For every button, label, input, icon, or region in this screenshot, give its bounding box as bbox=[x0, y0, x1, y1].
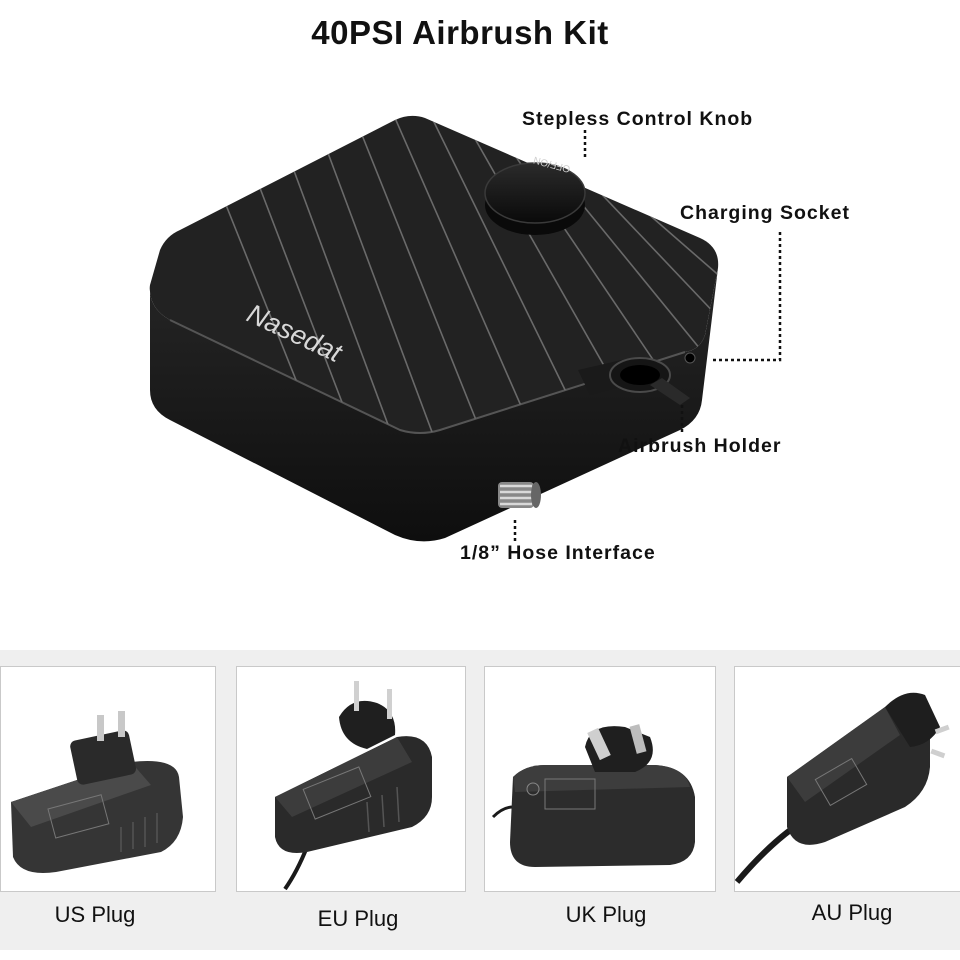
control-knob[interactable] bbox=[484, 162, 586, 235]
plug-card-uk bbox=[484, 666, 716, 892]
callout-control-knob: Stepless Control Knob bbox=[522, 108, 754, 130]
uk-plug-adapter-icon bbox=[491, 724, 695, 867]
au-plug-adapter-icon bbox=[735, 692, 950, 884]
plug-label-us: US Plug bbox=[54, 902, 136, 927]
hose-interface[interactable] bbox=[498, 482, 541, 508]
airbrush-holder[interactable] bbox=[578, 357, 690, 405]
charging-socket[interactable] bbox=[684, 352, 696, 364]
plug-card-eu bbox=[236, 666, 466, 892]
eu-plug-adapter-icon bbox=[275, 681, 432, 891]
callout-hose-interface: 1/8” Hose Interface bbox=[460, 542, 656, 564]
plug-label-au: AU Plug bbox=[811, 900, 893, 925]
callout-airbrush-holder: Airbrush Holder bbox=[618, 435, 782, 457]
airbrush-compressor: Nasedat OFF/ON bbox=[149, 115, 782, 544]
plug-label-eu: EU Plug bbox=[317, 906, 399, 931]
plug-card-au bbox=[734, 666, 960, 892]
callout-charging-socket: Charging Socket bbox=[680, 202, 850, 224]
us-plug-adapter-icon bbox=[11, 711, 183, 873]
plug-label-uk: UK Plug bbox=[565, 902, 647, 927]
page-title: 40PSI Airbrush Kit bbox=[311, 14, 609, 51]
device-body bbox=[149, 268, 719, 542]
plug-card-us bbox=[0, 666, 216, 892]
